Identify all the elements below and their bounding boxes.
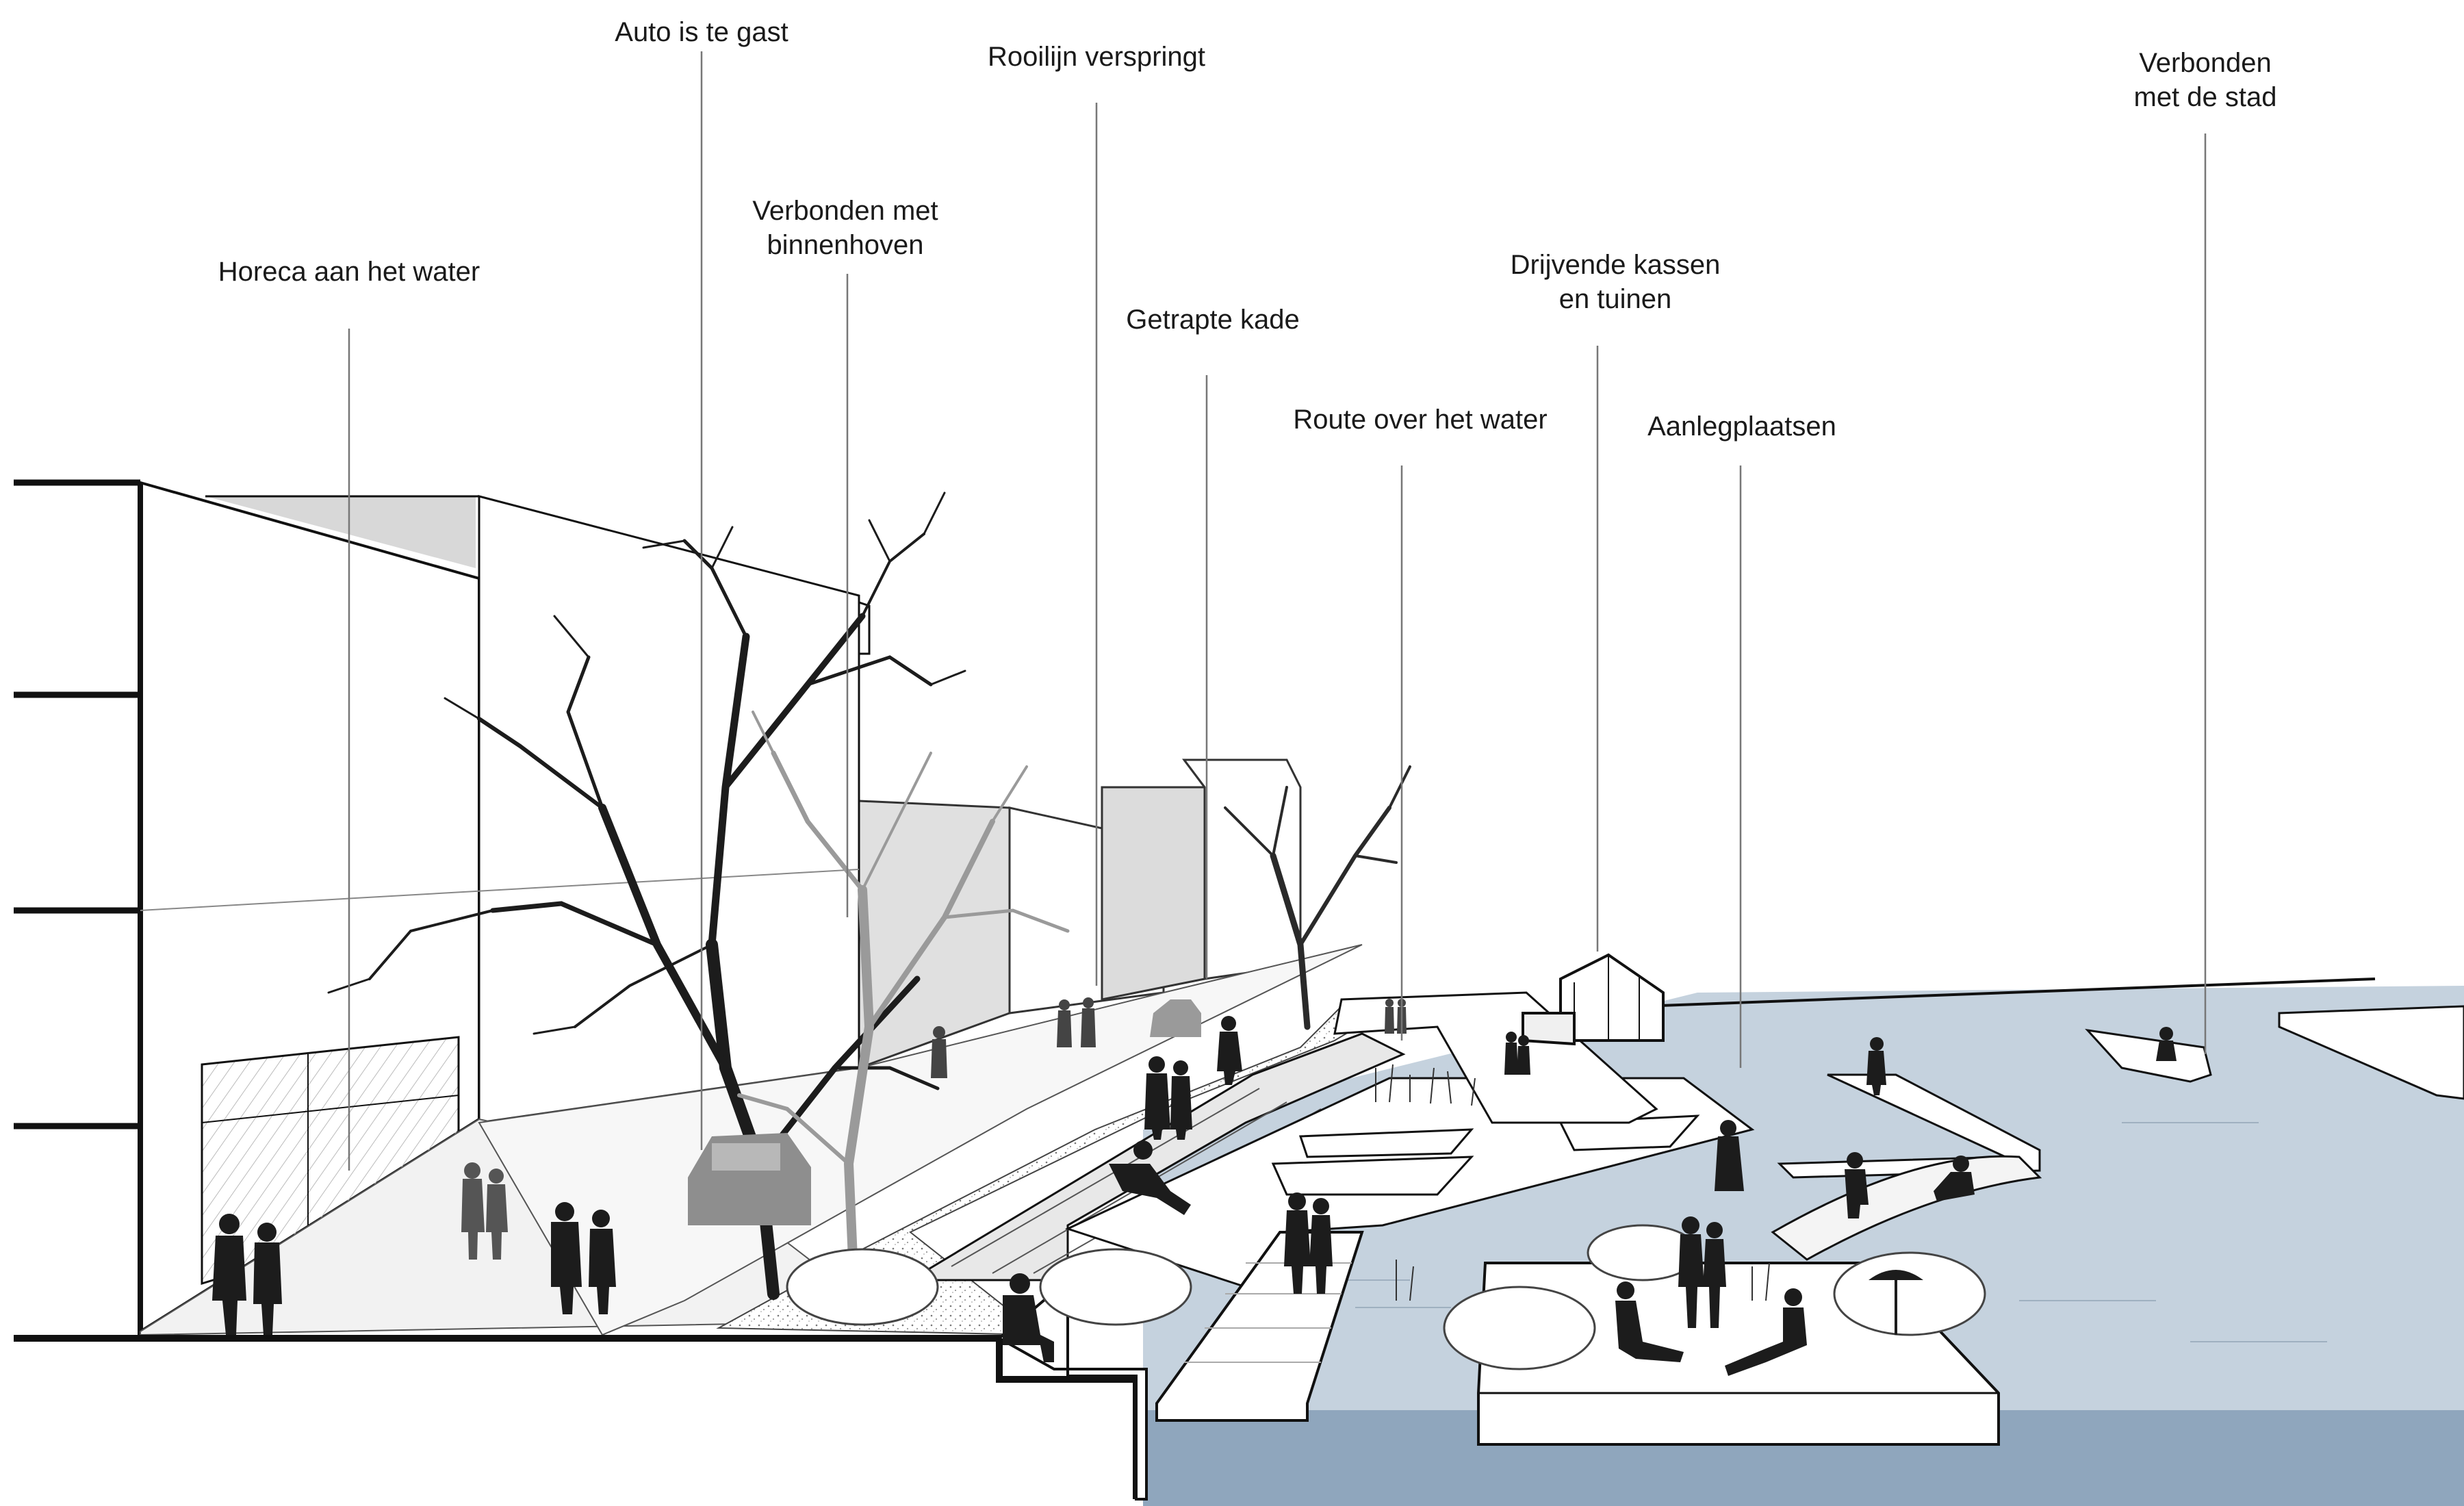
boardwalk-lower: [1155, 1231, 1364, 1422]
greenhouse-base: [1522, 1012, 1576, 1046]
annotation-aanleg: Aanlegplaatsen: [1647, 411, 1836, 442]
reclining-person-steps: [1109, 1140, 1191, 1215]
small-tree-far: [1224, 765, 1411, 1030]
couple-on-boardwalk: [1284, 1192, 1333, 1294]
shopfront-transom: [201, 1095, 459, 1123]
shrubs: [786, 1224, 1986, 1370]
far-car-body: [1150, 999, 1201, 1037]
ghost-tree: [737, 711, 1070, 1326]
moored-boat-3: [1558, 1114, 1700, 1151]
annotation-kade: Getrapte kade: [1126, 305, 1300, 335]
far-building-gray: [1101, 786, 1206, 1001]
parked-car: [688, 999, 1201, 1225]
reeds: [1375, 1064, 1770, 1301]
couple-under-tree: [551, 1202, 616, 1314]
walker-on-quay: [1217, 1016, 1242, 1085]
people: [212, 997, 2177, 1376]
greenhouse-body: [1559, 953, 1665, 1042]
annotation-kassen: Drijvende kassen en tuinen: [1510, 250, 1721, 314]
standing-person-pier: [1715, 1120, 1744, 1191]
couple-on-steps: [1144, 1056, 1192, 1140]
leader-lines: [348, 51, 2207, 1171]
large-tree: [327, 492, 966, 1300]
ground-section-cut: [14, 1335, 1140, 1499]
building-roof-shade: [205, 496, 476, 568]
shrub-3: [1443, 1286, 1596, 1370]
pair-by-building: [461, 1162, 508, 1260]
rowing-boat: [2085, 1028, 2212, 1083]
couple-on-platform: [1678, 1216, 1726, 1328]
main-building: [14, 479, 871, 1338]
couple-near-shop: [212, 1214, 282, 1335]
greenhouse: [1522, 953, 1665, 1046]
seated-people-platform: [1615, 1281, 1807, 1376]
moored-boat-1: [1298, 1128, 1474, 1158]
far-quay-line: [1642, 978, 2376, 1008]
boardwalk-planks: [1184, 1262, 1352, 1363]
moored-boat-2: [1271, 1156, 1474, 1196]
shrub-2: [1039, 1248, 1192, 1326]
sitting-person-quay: [1003, 1273, 1054, 1362]
sitting-couple-pier: [1845, 1152, 1975, 1218]
shrub-4: [1833, 1251, 1986, 1336]
annotation-stad: Verbonden met de stad: [2133, 48, 2277, 112]
annotation-horeca: Horeca aan het water: [218, 257, 480, 287]
shrub-1: [786, 1248, 939, 1326]
person-on-jetty: [1866, 1037, 1886, 1095]
annotation-route: Route over het water: [1293, 405, 1548, 435]
annotation-auto: Auto is te gast: [615, 17, 788, 47]
parasol: [1869, 1270, 1923, 1335]
car-window: [712, 1143, 780, 1171]
far-building-ridge: [1183, 759, 1206, 788]
children-on-boardwalk: [1504, 1032, 1530, 1075]
opposite-quay: [2278, 1005, 2464, 1100]
annotation-rooilijn: Rooilijn verspringt: [988, 42, 1205, 72]
annotation-binnenhoven: Verbonden met binnenhoven: [752, 196, 938, 260]
building-floor-line: [140, 869, 860, 911]
trees: [327, 492, 1411, 1326]
building-floor-slabs: [14, 479, 140, 1130]
person-in-rowing-boat: [2156, 1027, 2177, 1061]
